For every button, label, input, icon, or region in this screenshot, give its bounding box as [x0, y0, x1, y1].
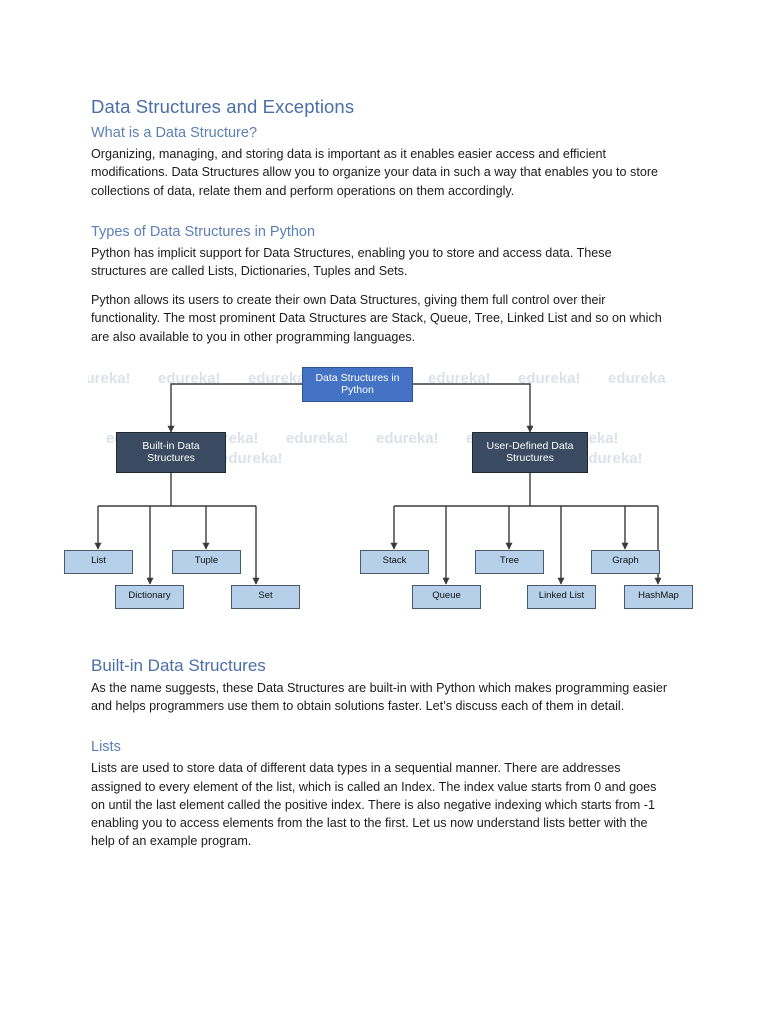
- spacer: [91, 637, 669, 655]
- node-data-structures-in-python[interactable]: Data Structures in Python: [302, 366, 413, 402]
- connector-root-to-builtin: [167, 383, 302, 433]
- section-heading-lists: Lists: [91, 739, 121, 756]
- paragraph-types-intro: Python has implicit support for Data Str…: [91, 245, 612, 278]
- node-leaf-tuple[interactable]: Tuple: [172, 549, 241, 574]
- node-leaf-stack[interactable]: Stack: [360, 549, 429, 574]
- section-heading-types-of-data-structures: Types of Data Structures in Python: [91, 223, 316, 240]
- node-leaf-hashmap[interactable]: HashMap: [624, 584, 693, 609]
- section-heading-built-in-data-structures: Built-in Data Structures: [91, 655, 266, 675]
- node-label-line2: Python: [341, 384, 374, 397]
- node-leaf-queue[interactable]: Queue: [412, 584, 481, 609]
- spacer: [91, 726, 669, 738]
- node-leaf-set[interactable]: Set: [231, 584, 300, 609]
- document-content: Data Structures and Exceptions What is a…: [64, 96, 693, 851]
- node-built-in-data-structures[interactable]: Built-in Data Structures: [116, 431, 226, 473]
- node-leaf-dictionary[interactable]: Dictionary: [115, 584, 184, 609]
- node-leaf-tree[interactable]: Tree: [475, 549, 544, 574]
- paragraph-built-in-data-structures: As the name suggests, these Data Structu…: [91, 680, 668, 714]
- node-user-defined-data-structures[interactable]: User-Defined Data Structures: [472, 431, 588, 473]
- spacer: [91, 211, 669, 223]
- node-leaf-list[interactable]: List: [64, 549, 133, 574]
- node-label-line1: Built-in Data: [142, 440, 200, 453]
- node-label-line2: Structures: [506, 452, 554, 465]
- node-label-line2: Structures: [147, 452, 195, 465]
- data-structures-tree-diagram: edureka! edureka! edureka! edureka! edur…: [64, 362, 693, 627]
- paragraph-types-user-defined: Python allows its users to create their …: [91, 293, 662, 344]
- diagram-connectors: [94, 383, 662, 585]
- node-leaf-graph[interactable]: Graph: [591, 549, 660, 574]
- node-label-line1: Data Structures in: [315, 372, 400, 385]
- paragraph-lists: Lists are used to store data of differen…: [91, 761, 657, 849]
- section-heading-what-is-a-data-structure: What is a Data Structure?: [91, 125, 258, 142]
- page-title: Data Structures and Exceptions: [91, 96, 355, 117]
- paragraph-what-is-a-data-structure: Organizing, managing, and storing data i…: [91, 147, 659, 198]
- connector-root-to-userdefined: [413, 383, 534, 433]
- node-leaf-linked-list[interactable]: Linked List: [527, 584, 596, 609]
- node-label-line1: User-Defined Data: [486, 440, 574, 453]
